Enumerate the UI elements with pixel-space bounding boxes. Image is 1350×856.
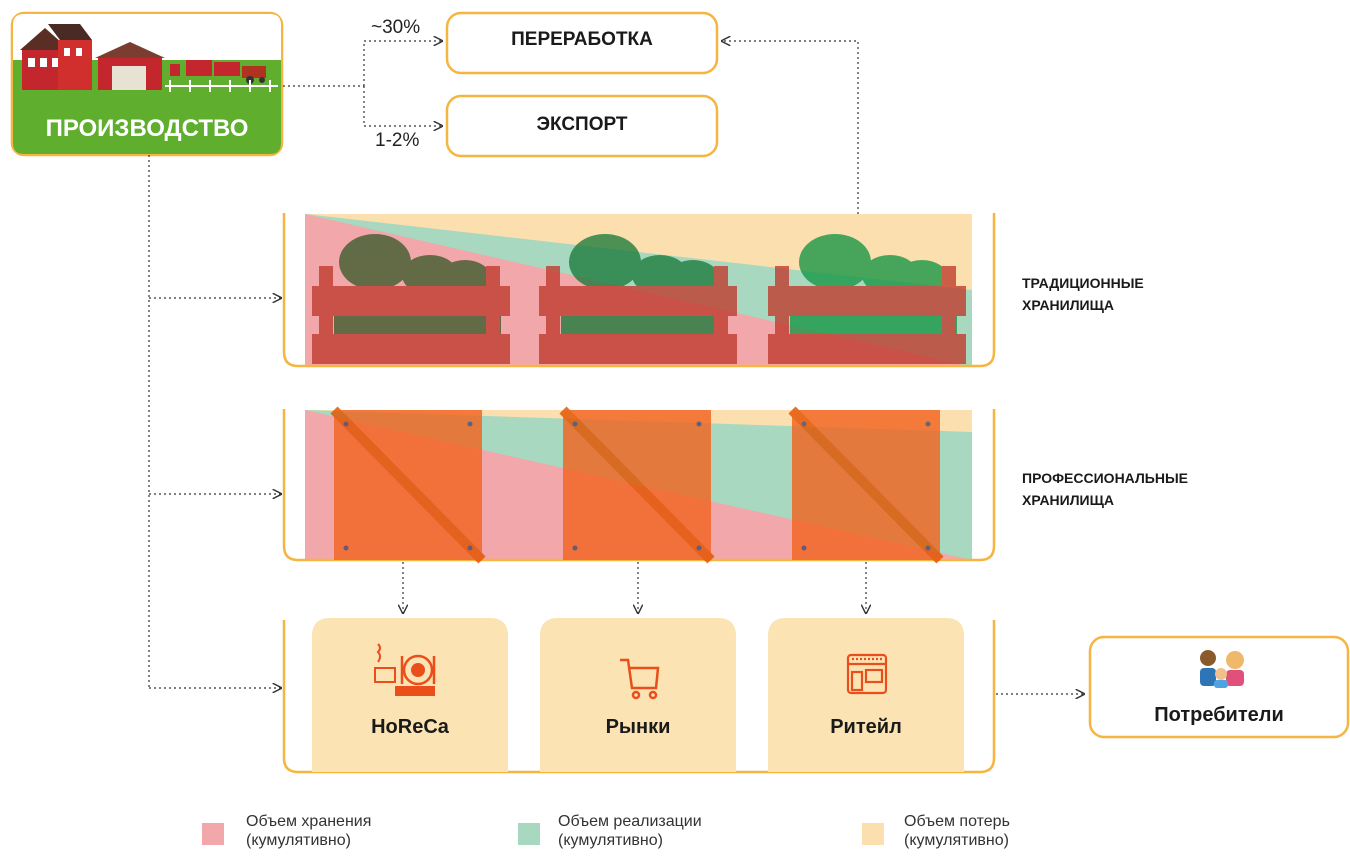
legend-losses-line2: (кумулятивно) [904,832,1009,849]
legend-storage-line1: Объем хранения [246,813,372,830]
legend-storage-line2: (кумулятивно) [246,832,351,849]
legend-losses-line1: Объем потерь [904,813,1010,830]
crate-with-cabbage-1 [312,234,510,364]
traditional-storage-label: ТРАДИЦИОННЫЕ ХРАНИЛИЩА [1022,272,1144,316]
wooden-crate-1 [330,406,486,564]
legend-swatch-sales [518,823,540,845]
legend-sales-line2: (кумулятивно) [558,832,663,849]
connector-storage-to-channels [403,562,866,613]
export-label: ЭКСПОРТ [536,114,628,135]
professional-storage-label: ПРОФЕССИОНАЛЬНЫЕ ХРАНИЛИЩА [1022,467,1188,511]
wooden-crate-3 [788,406,944,564]
professional-crates [330,406,944,564]
channel-horeca-label: HoReCa [371,716,449,738]
legend-swatch-losses [862,823,884,845]
processing-label: ПЕРЕРАБОТКА [511,29,653,50]
professional-storage-line2: ХРАНИЛИЩА [1022,492,1114,508]
farm-icon [20,24,278,92]
channel-markets-label: Рынки [605,716,671,738]
channel-retail-label: Ритейл [830,716,902,738]
horeca-icon [374,643,436,696]
traditional-storage-line2: ХРАНИЛИЩА [1022,297,1114,313]
export-box [445,94,719,158]
legend-swatch-storage [202,823,224,845]
export-share: 1-2% [375,130,420,151]
crate-with-cabbage-2 [539,234,737,364]
traditional-crates [312,234,966,364]
wooden-crate-2 [559,406,715,564]
shopping-cart-icon [620,658,660,700]
connector-production-to-export [283,41,442,126]
family-icon [1200,650,1244,688]
retail-store-icon [846,653,888,695]
legend-losses: Объем потерь (кумулятивно) [904,812,1010,850]
crate-with-cabbage-3 [768,234,966,364]
processing-box [445,11,719,75]
legend-storage: Объем хранения (кумулятивно) [246,812,371,850]
production-box [10,11,284,157]
legend-sales-line1: Объем реализации [558,813,702,830]
consumers-label: Потребители [1154,704,1284,726]
professional-storage-line1: ПРОФЕССИОНАЛЬНЫЕ [1022,470,1188,486]
traditional-storage-line1: ТРАДИЦИОННЫЕ [1022,275,1144,291]
legend-sales: Объем реализации (кумулятивно) [558,812,702,850]
connector-storage-to-processing [722,41,859,214]
production-label: ПРОИЗВОДСТВО [45,115,249,142]
connector-production-to-storage [148,155,281,688]
processing-share: ~30% [371,17,421,38]
